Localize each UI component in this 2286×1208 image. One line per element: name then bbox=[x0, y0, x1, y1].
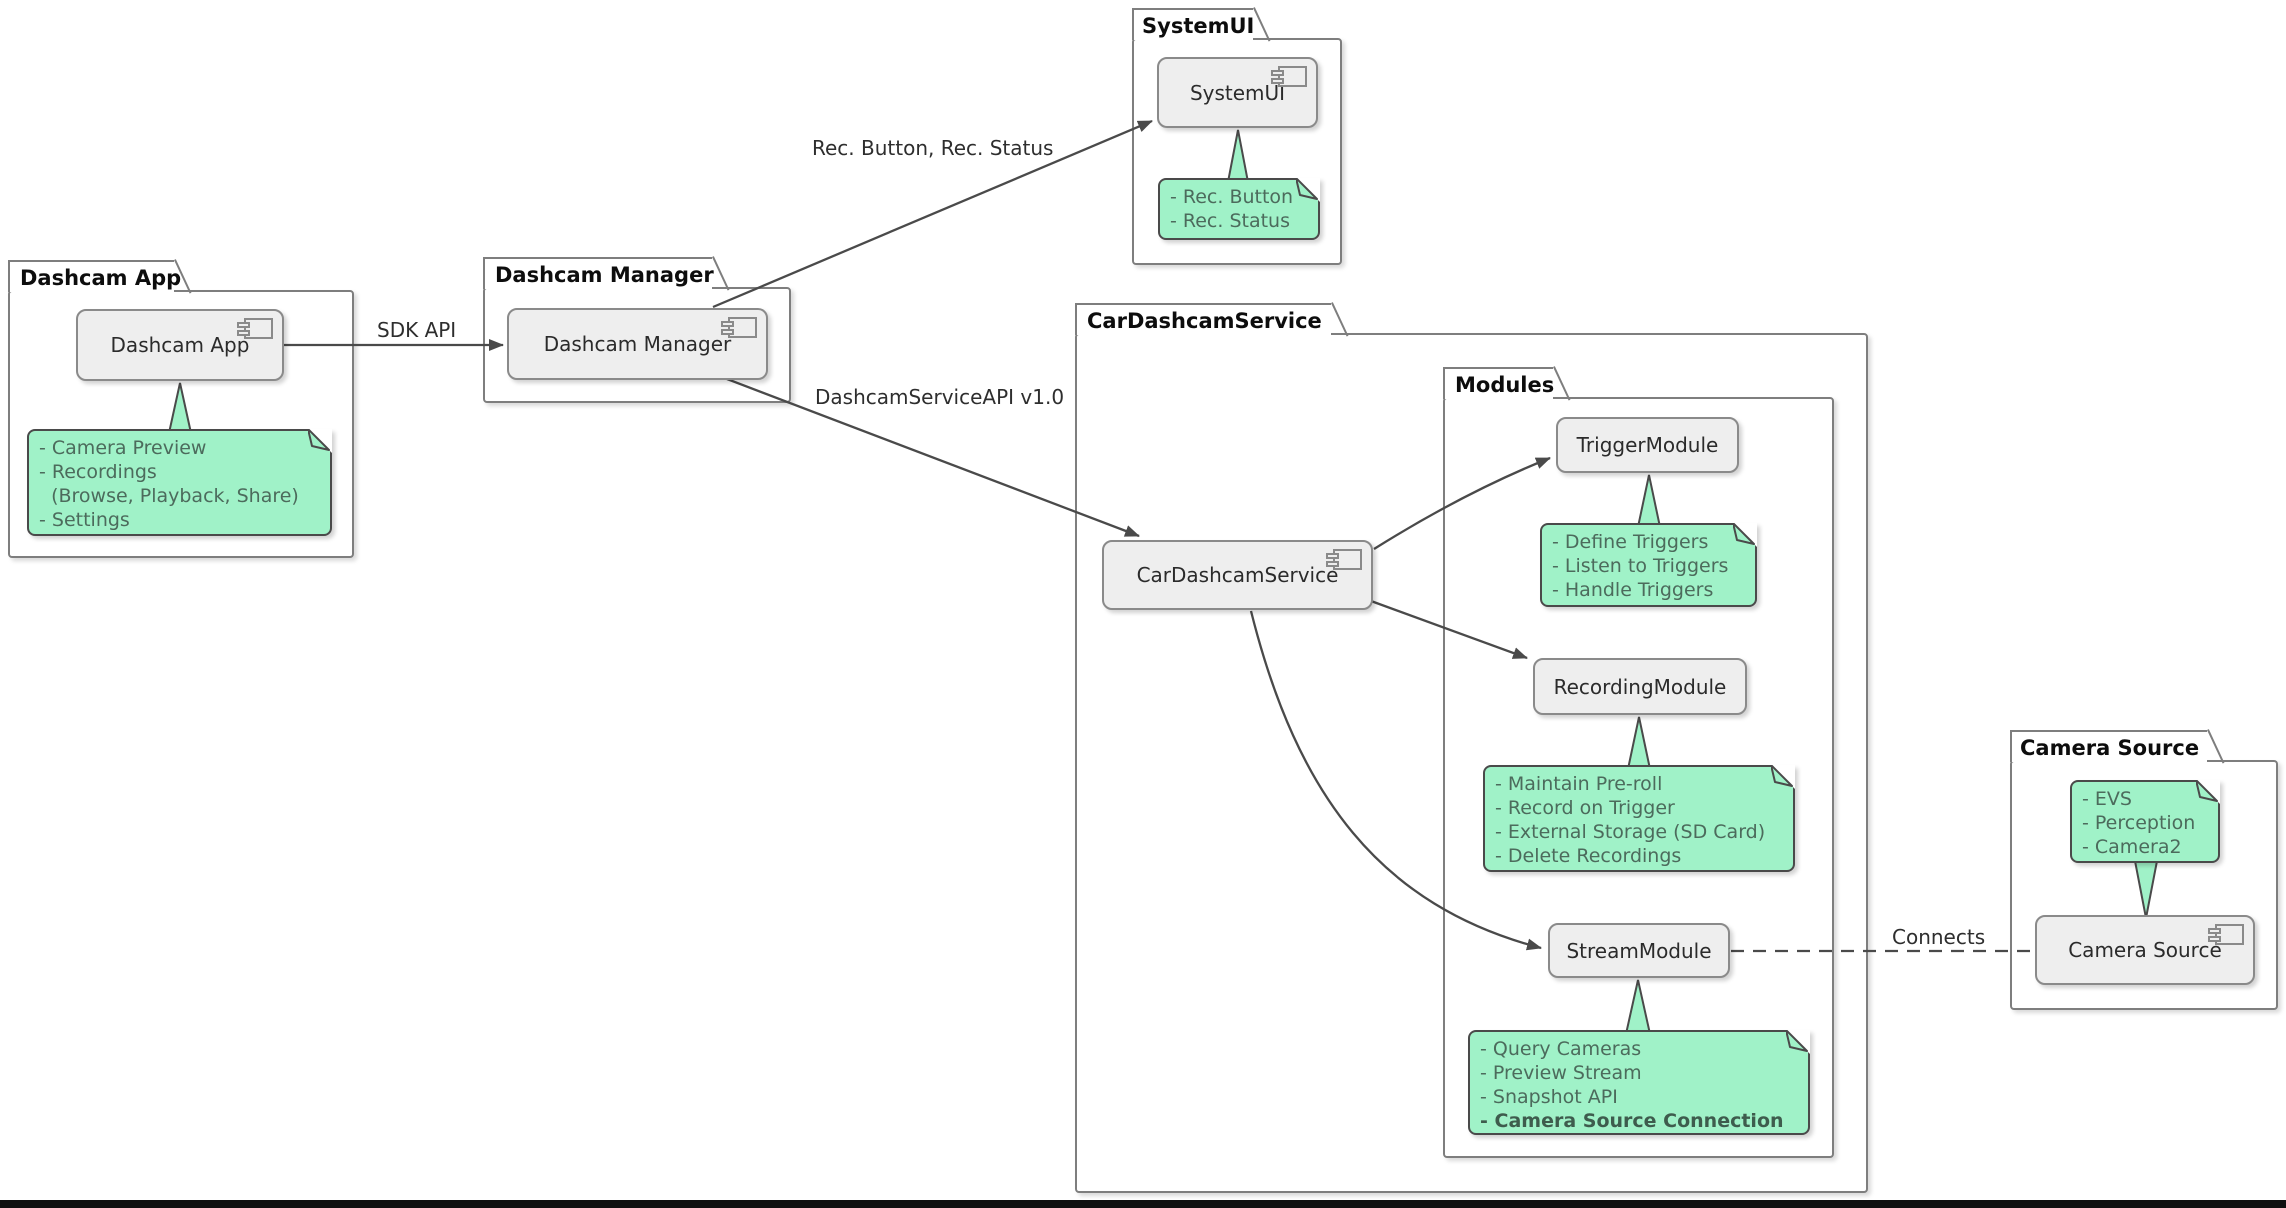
edge-label-connects: Connects bbox=[1892, 925, 1986, 949]
component-systemui: SystemUI bbox=[1157, 57, 1318, 128]
note-tail-systemui bbox=[1226, 129, 1250, 183]
package-tab-dashcam-manager: Dashcam Manager bbox=[483, 257, 714, 289]
edge-service-to-stream bbox=[1249, 610, 1542, 951]
note-line: - Settings bbox=[39, 509, 130, 531]
bottom-bar bbox=[0, 1200, 2286, 1208]
component-recording-module: RecordingModule bbox=[1533, 658, 1747, 715]
dogear-icon bbox=[308, 429, 332, 453]
component-icon bbox=[1326, 549, 1362, 570]
component-label: Dashcam App bbox=[110, 333, 250, 357]
package-title: SystemUI bbox=[1142, 14, 1255, 38]
note-tail-camera-source bbox=[2133, 860, 2159, 919]
edge-service-to-recording bbox=[1370, 599, 1528, 660]
package-tab-dashcam-app: Dashcam App bbox=[8, 260, 181, 292]
component-icon bbox=[237, 318, 273, 339]
component-label: RecordingModule bbox=[1553, 674, 1727, 699]
note-line: - Define Triggers bbox=[1552, 531, 1709, 553]
note-line: - Snapshot API bbox=[1480, 1086, 1618, 1108]
note-tail-stream bbox=[1624, 979, 1652, 1035]
note-tail-dashcam-app bbox=[167, 382, 193, 434]
note-line: - Record on Trigger bbox=[1495, 797, 1675, 819]
package-tab-camera-source: Camera Source bbox=[2010, 730, 2207, 762]
package-title: CarDashcamService bbox=[1087, 309, 1322, 333]
component-dashcam-app: Dashcam App bbox=[76, 309, 284, 381]
note-line-bold: - Camera Source Connection bbox=[1480, 1110, 1784, 1132]
component-trigger-module: TriggerModule bbox=[1556, 417, 1739, 473]
component-dashcam-manager: Dashcam Manager bbox=[507, 308, 768, 380]
note-line: - Rec. Button bbox=[1170, 186, 1294, 208]
component-label: Dashcam Manager bbox=[543, 332, 732, 356]
note-tail-trigger bbox=[1636, 474, 1662, 528]
dogear-icon bbox=[1733, 523, 1757, 547]
component-stream-module: StreamModule bbox=[1548, 923, 1730, 978]
component-camera-source: Camera Source bbox=[2035, 915, 2255, 985]
note-recording-module: - Maintain Pre-roll - Record on Trigger … bbox=[1483, 765, 1795, 872]
note-line: - Preview Stream bbox=[1480, 1062, 1642, 1084]
dogear-icon bbox=[2196, 780, 2220, 804]
component-icon bbox=[721, 317, 757, 338]
edge-service-to-trigger bbox=[1373, 456, 1551, 550]
edge-label-dashcam-service-api: DashcamServiceAPI v1.0 bbox=[815, 385, 1065, 409]
dogear-icon bbox=[1296, 178, 1320, 202]
note-line: - Camera2 bbox=[2082, 836, 2182, 858]
component-label: TriggerModule bbox=[1576, 433, 1719, 457]
edge-dashcam-service-api bbox=[726, 377, 1140, 538]
component-icon bbox=[1271, 66, 1307, 87]
note-line: - Camera Preview bbox=[39, 437, 207, 459]
component-label: Camera Source bbox=[2068, 938, 2222, 962]
edge-label-sdk-api: SDK API bbox=[377, 318, 457, 342]
package-title: Camera Source bbox=[2020, 736, 2200, 760]
note-line: - Handle Triggers bbox=[1552, 579, 1714, 601]
dogear-icon bbox=[1771, 765, 1795, 789]
note-line: - EVS bbox=[2082, 788, 2132, 810]
component-label: SystemUI bbox=[1189, 80, 1286, 105]
note-line: - Rec. Status bbox=[1170, 210, 1291, 232]
note-line: - External Storage (SD Card) bbox=[1495, 821, 1766, 843]
component-car-dashcam-service: CarDashcamService bbox=[1102, 540, 1373, 610]
edge-label-rec-button-status: Rec. Button, Rec. Status bbox=[812, 136, 1054, 160]
note-line: - Maintain Pre-roll bbox=[1495, 773, 1663, 795]
package-title: Dashcam Manager bbox=[495, 263, 714, 287]
note-line: - Recordings bbox=[39, 461, 157, 483]
package-title: Dashcam App bbox=[20, 266, 182, 290]
note-stream-module: - Query Cameras - Preview Stream - Snaps… bbox=[1468, 1030, 1810, 1135]
dogear-icon bbox=[1786, 1030, 1810, 1054]
component-label: StreamModule bbox=[1566, 938, 1712, 963]
note-line: (Browse, Playback, Share) bbox=[39, 485, 299, 507]
note-line: - Perception bbox=[2082, 812, 2196, 834]
note-line: - Query Cameras bbox=[1480, 1038, 1642, 1060]
note-systemui: - Rec. Button - Rec. Status bbox=[1158, 178, 1320, 240]
note-line: - Listen to Triggers bbox=[1552, 555, 1729, 577]
note-trigger-module: - Define Triggers - Listen to Triggers -… bbox=[1540, 523, 1757, 607]
package-tab-modules: Modules bbox=[1443, 367, 1555, 399]
note-tail-recording bbox=[1626, 716, 1652, 770]
component-label: CarDashcamService bbox=[1136, 563, 1339, 587]
note-camera-source: - EVS - Perception - Camera2 bbox=[2070, 780, 2220, 863]
edge-rec-button-status bbox=[712, 119, 1153, 309]
package-title: Modules bbox=[1455, 373, 1555, 397]
note-dashcam-app: - Camera Preview - Recordings (Browse, P… bbox=[27, 429, 332, 536]
package-tab-systemui: SystemUI bbox=[1132, 8, 1255, 40]
note-line: - Delete Recordings bbox=[1495, 845, 1682, 867]
component-icon bbox=[2208, 924, 2244, 945]
package-tab-car-dashcam-service: CarDashcamService bbox=[1075, 303, 1331, 335]
